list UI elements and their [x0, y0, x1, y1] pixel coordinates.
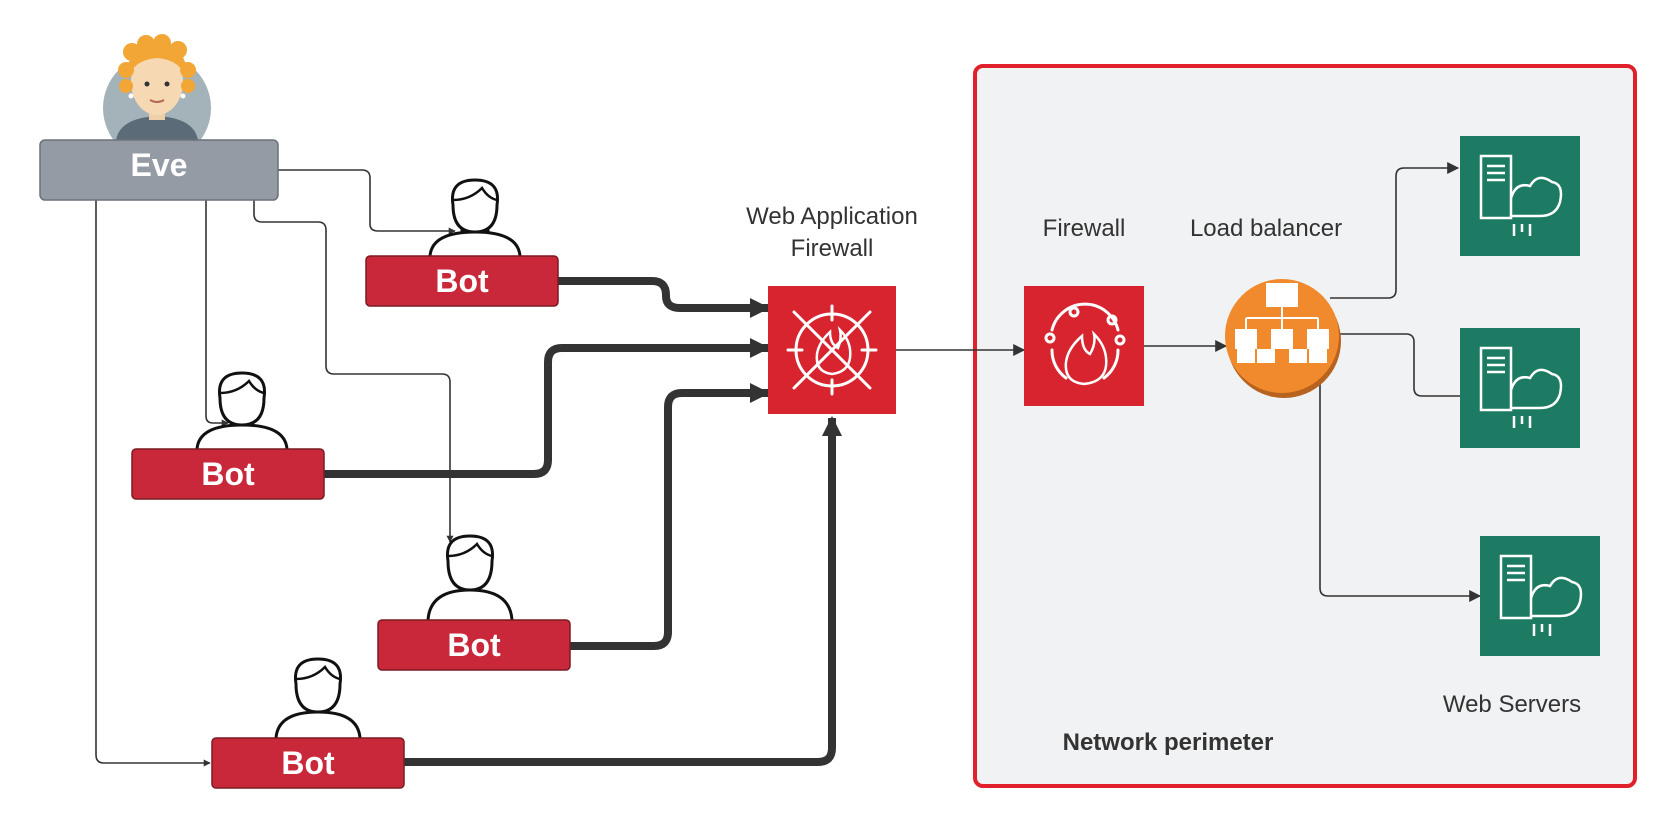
- eve-to-bot3-line: [253, 200, 454, 543]
- bot4-traffic-line: [404, 416, 842, 766]
- waf-fire-icon: [786, 304, 878, 396]
- web-servers-label: Web Servers: [1443, 691, 1581, 718]
- bot4-person-icon: [274, 657, 362, 739]
- bot-node-4[interactable]: Bot: [211, 737, 405, 789]
- bot-node-2[interactable]: Bot: [131, 448, 325, 500]
- bot-label-4: Bot: [281, 745, 335, 781]
- firewall-node[interactable]: [1024, 286, 1144, 406]
- waf-label-line2: Firewall: [791, 235, 874, 262]
- eve-avatar: [103, 34, 211, 162]
- eve-to-bot2-line: [205, 200, 229, 427]
- bot2-person-icon: [195, 371, 289, 450]
- eve-to-bot4-line: [95, 200, 211, 767]
- bot-label-2: Bot: [201, 456, 255, 492]
- eve-to-bot1-line: [278, 169, 456, 235]
- firewall-icon: [1044, 302, 1126, 386]
- lb-to-server2-line: [1338, 333, 1482, 402]
- bot2-traffic-line: [324, 338, 770, 478]
- waf-node[interactable]: [768, 286, 896, 414]
- perimeter-label: Network perimeter: [1063, 729, 1274, 756]
- bot-label-3: Bot: [447, 627, 501, 663]
- bot1-traffic-line: [558, 277, 770, 318]
- bot-label-1: Bot: [435, 263, 489, 299]
- bot1-person-icon: [428, 178, 522, 257]
- load-balancer-icon: [1235, 283, 1329, 363]
- web-server-3[interactable]: [1480, 536, 1600, 656]
- server-cloud-icon: [1479, 346, 1563, 428]
- firewall-label: Firewall: [1043, 215, 1126, 242]
- load-balancer-label: Load balancer: [1190, 215, 1342, 242]
- lb-to-server3-line: [1319, 376, 1482, 602]
- eve-label: Eve: [131, 147, 188, 183]
- bot3-person-icon: [426, 534, 514, 621]
- server-cloud-icon: [1479, 154, 1563, 236]
- bot-node-3[interactable]: Bot: [377, 619, 571, 671]
- waf-label-line1: Web Application: [746, 203, 918, 230]
- lb-to-server1-line: [1330, 162, 1460, 299]
- eve-node[interactable]: Eve: [39, 139, 279, 201]
- bot-node-1[interactable]: Bot: [365, 255, 559, 307]
- web-server-2[interactable]: [1460, 328, 1580, 448]
- web-server-1[interactable]: [1460, 136, 1580, 256]
- load-balancer-node[interactable]: [1225, 279, 1341, 398]
- server-cloud-icon: [1499, 554, 1583, 636]
- bot3-traffic-line: [570, 383, 770, 650]
